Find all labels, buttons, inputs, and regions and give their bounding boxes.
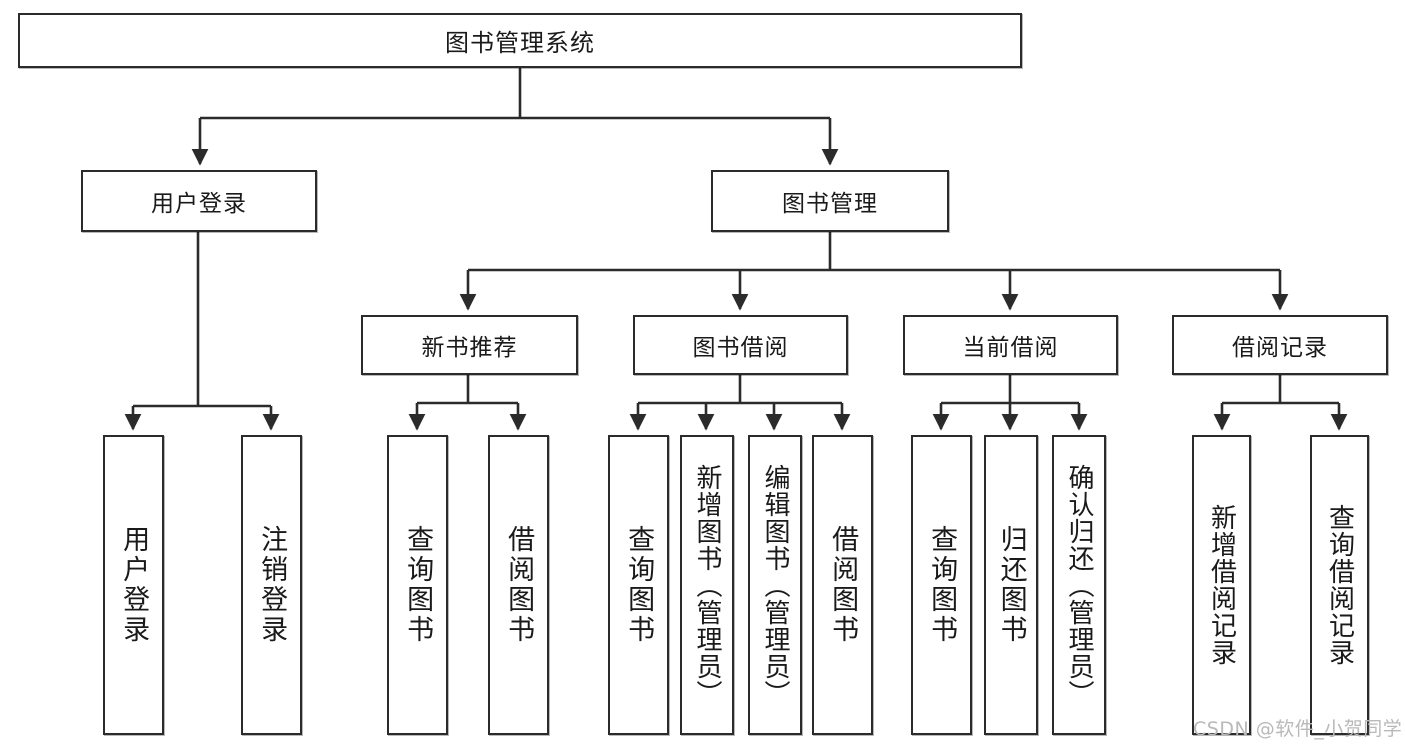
node-leaf-user-logout[interactable]: 注销登录 [241,435,302,735]
node-leaf-borrow-book-borrow[interactable]: 借阅图书 [812,435,873,735]
node-leaf-confirm-return[interactable]: 确认归还（管理员） [1052,435,1106,735]
node-leaf-user-login[interactable]: 用户登录 [103,435,164,735]
node-leaf-borrow-book-recommend[interactable]: 借阅图书 [488,435,549,735]
csdn-watermark: CSDN @软件_小贺同学 [1193,718,1403,740]
node-user-login[interactable]: 用户登录 [81,170,317,232]
node-leaf-edit-book[interactable]: 编辑图书（管理员） [748,435,802,735]
node-leaf-return-book[interactable]: 归还图书 [984,435,1038,735]
node-current-borrow[interactable]: 当前借阅 [903,315,1118,375]
node-root-system[interactable]: 图书管理系统 [18,13,1022,68]
node-borrow-record[interactable]: 借阅记录 [1172,315,1388,375]
node-book-manage[interactable]: 图书管理 [711,170,949,232]
node-leaf-query-book-borrow[interactable]: 查询图书 [608,435,669,735]
node-leaf-query-book-recommend[interactable]: 查询图书 [387,435,448,735]
node-new-book-recommend[interactable]: 新书推荐 [361,315,578,375]
node-leaf-add-borrow-record[interactable]: 新增借阅记录 [1192,435,1251,735]
node-leaf-add-book[interactable]: 新增图书（管理员） [680,435,734,735]
node-book-borrow[interactable]: 图书借阅 [633,315,848,375]
node-leaf-query-book-current[interactable]: 查询图书 [911,435,972,735]
node-leaf-query-borrow-record[interactable]: 查询借阅记录 [1310,435,1369,735]
